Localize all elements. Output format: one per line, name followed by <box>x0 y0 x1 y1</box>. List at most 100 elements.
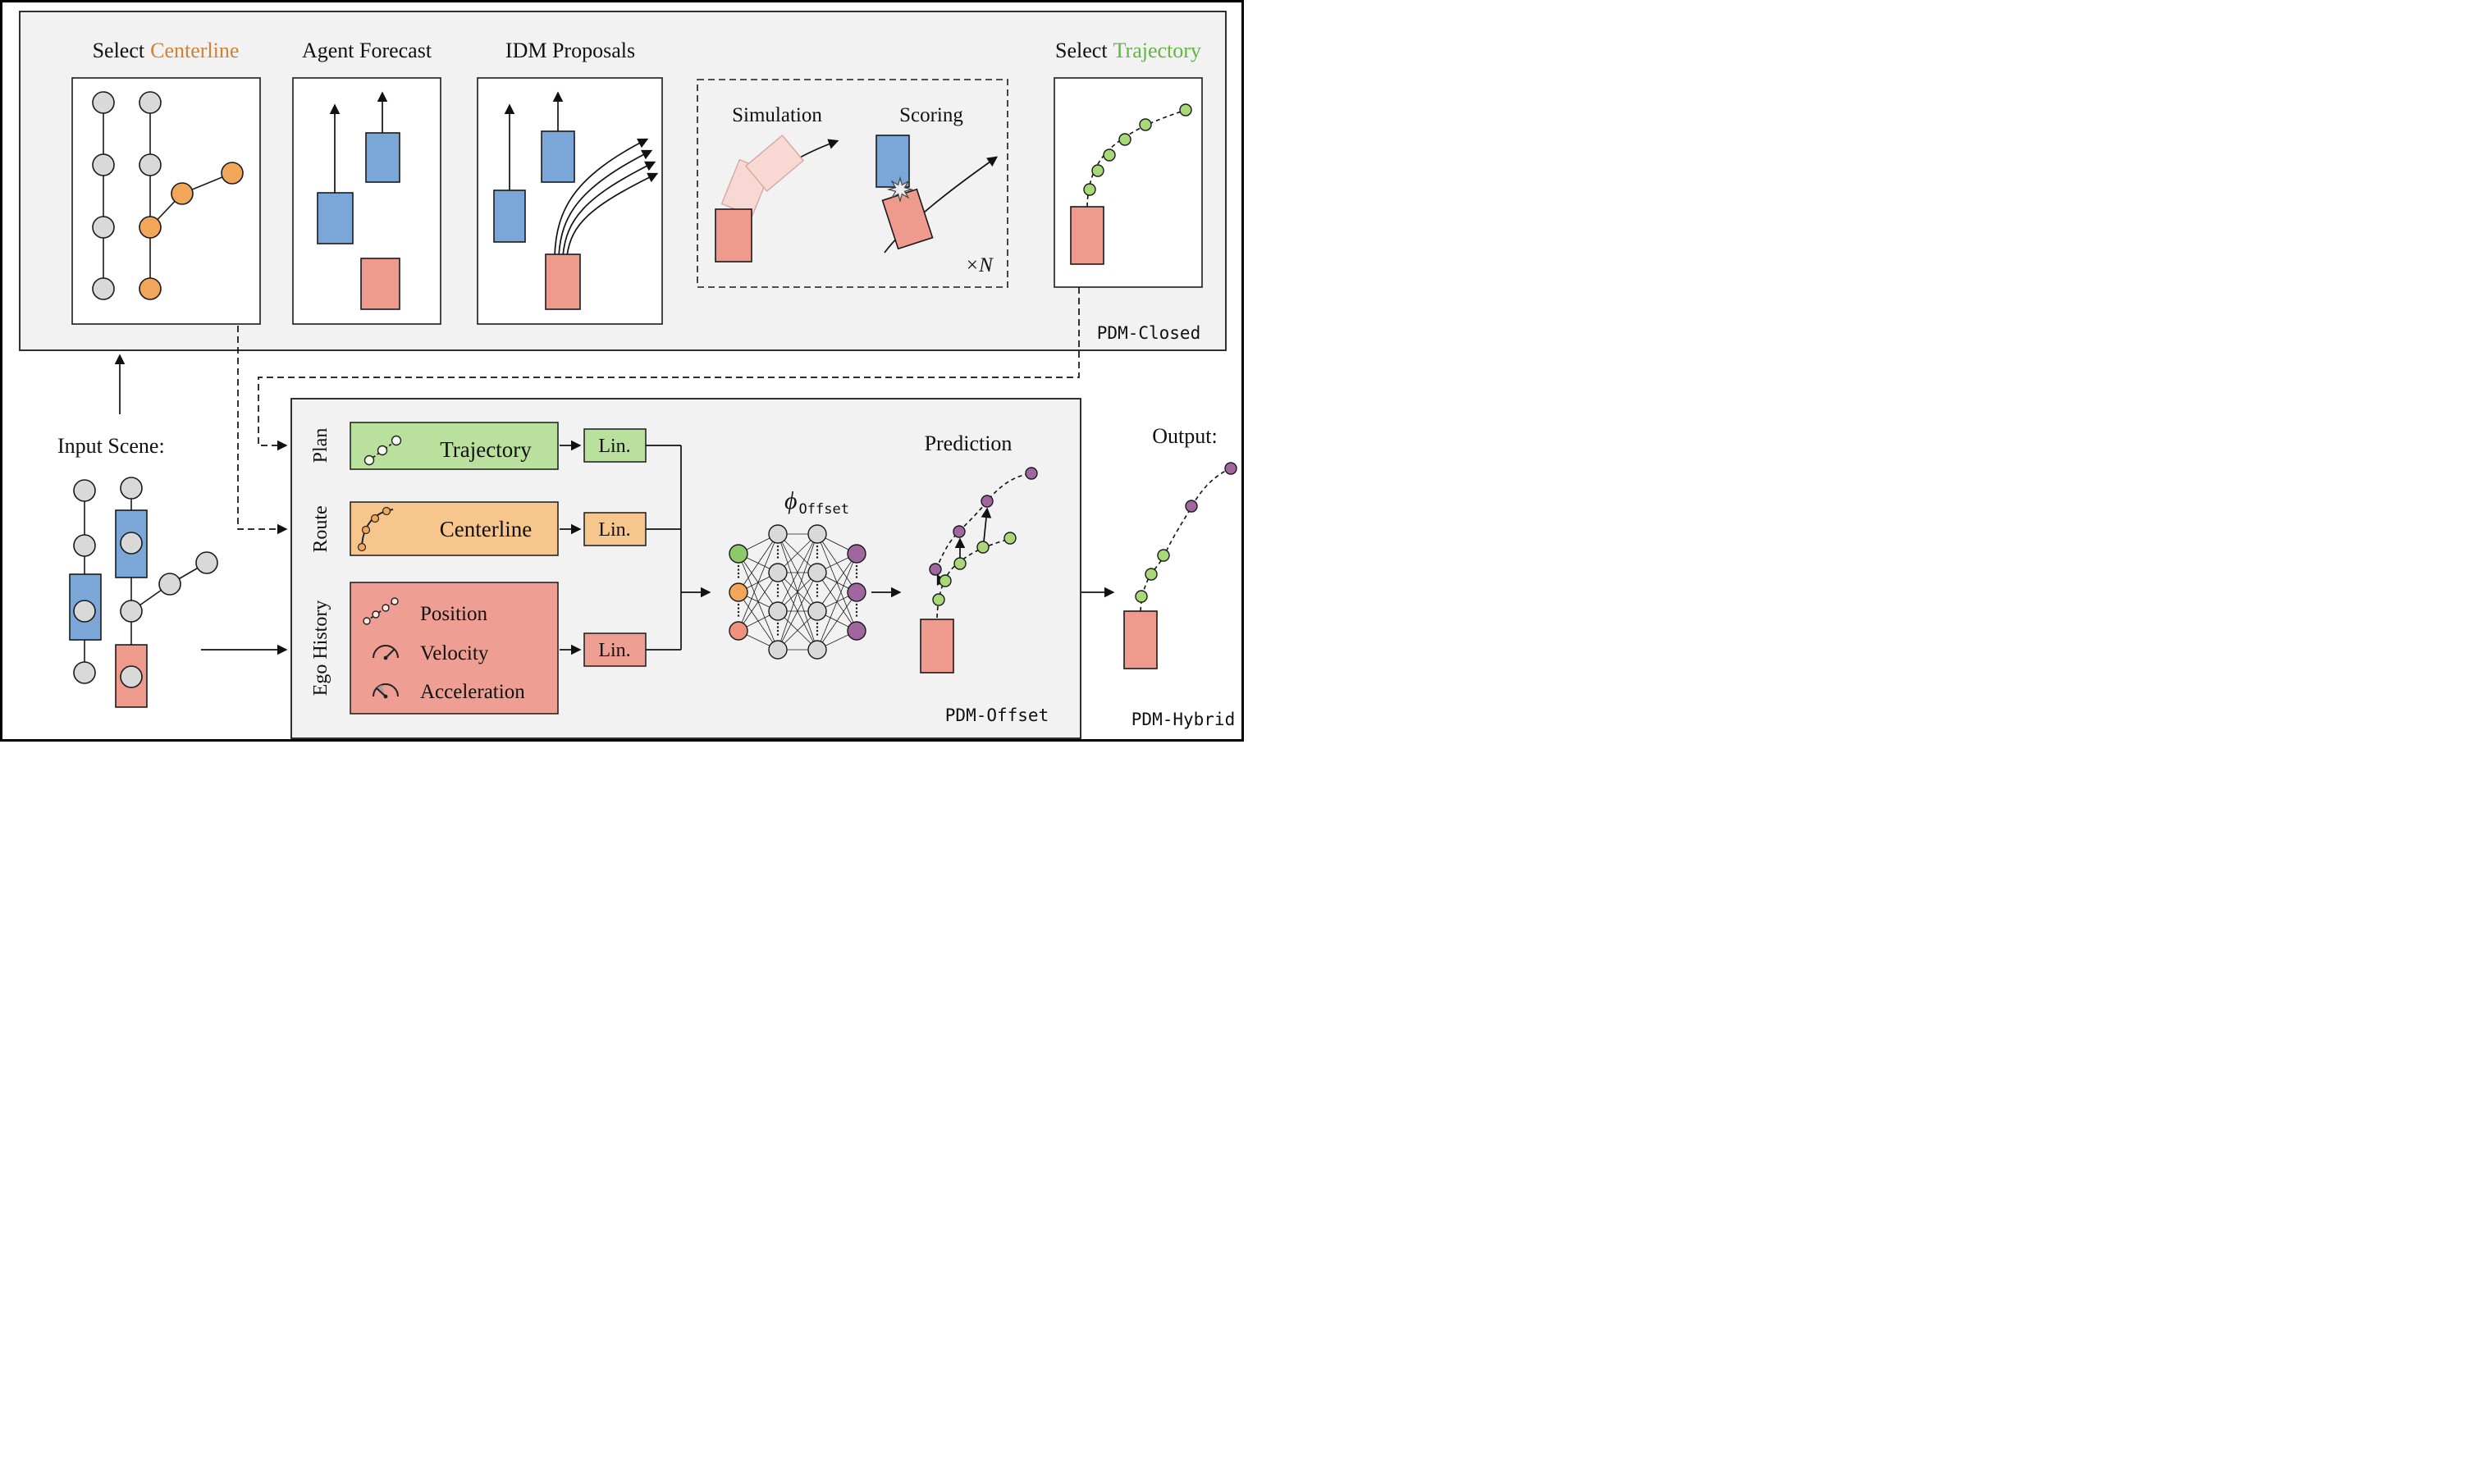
agent-vehicle <box>317 192 354 244</box>
lane-graph-centerline <box>92 91 244 300</box>
lane-node <box>139 153 162 176</box>
agent-vehicle <box>541 130 575 183</box>
trajectory-icon-node <box>391 435 402 446</box>
idm-proposals-panel: IDM Proposals <box>477 39 663 325</box>
position-label: Position <box>420 603 487 625</box>
mlp-edge <box>816 553 857 651</box>
proposal-curve <box>558 149 653 257</box>
mlp-edge <box>738 572 779 632</box>
speedometer-icon <box>373 645 399 660</box>
lane-node <box>73 479 96 502</box>
centerline-to-route-connector <box>237 326 288 535</box>
waypoint-green <box>939 574 952 587</box>
lane-node <box>120 532 143 555</box>
mlp-node <box>768 563 788 582</box>
speedometer-arc <box>373 645 399 659</box>
waypoint-green <box>1135 590 1148 603</box>
lane-node <box>92 216 115 239</box>
collision-star-icon <box>886 176 914 203</box>
mlp-edge <box>777 533 818 612</box>
input-scene-graph <box>69 477 218 708</box>
mlp-node <box>768 640 788 660</box>
waypoint-green <box>932 593 945 606</box>
mlp-node <box>847 582 866 602</box>
centerline-icon-node <box>370 514 380 523</box>
phi-symbol: ϕ <box>784 487 798 514</box>
accelerometer-pivot <box>383 694 388 699</box>
mlp-edge <box>816 591 857 651</box>
accelerometer-arc <box>373 683 399 697</box>
connectors <box>114 287 1115 655</box>
ego-vehicle <box>545 253 581 310</box>
mlp-node <box>729 582 748 602</box>
centerline-node <box>171 182 194 205</box>
acceleration-label: Acceleration <box>420 681 525 703</box>
mlp-node <box>768 524 788 544</box>
mlp-edge <box>738 533 779 593</box>
position-icon-node <box>382 604 390 612</box>
accelerometer-icon <box>373 683 399 699</box>
lane-node <box>73 534 96 557</box>
waypoint-purple <box>1224 462 1237 475</box>
mlp-ellipsis-dots <box>737 545 858 639</box>
speedometer-pivot <box>383 655 388 660</box>
plan-axis-label: Plan <box>310 428 331 463</box>
select-centerline-title-highlight: Centerline <box>150 39 239 62</box>
lane-node <box>120 600 143 623</box>
select-centerline-title-prefix: Select <box>93 39 145 62</box>
scoring-graphic <box>875 135 999 253</box>
phi-subscript: Offset <box>799 501 849 518</box>
centerline-icon <box>357 506 394 552</box>
output-title: Output: <box>1152 424 1217 448</box>
waypoint-purple <box>953 525 966 538</box>
trajectory-icon-node <box>363 454 375 466</box>
agent-vehicle <box>493 189 526 243</box>
ego-history-row: Position Velocity Acceleration Lin. <box>350 582 647 715</box>
input-scene: Input Scene: <box>57 434 218 708</box>
position-icon <box>363 597 399 625</box>
route-axis-label: Route <box>310 505 331 552</box>
mlp-edge <box>738 533 779 632</box>
waypoint-green <box>976 541 990 554</box>
centerline-icon-node <box>382 506 391 516</box>
waypoint-green <box>1157 549 1170 562</box>
position-icon-node <box>363 617 371 625</box>
agent-vehicle <box>365 132 400 183</box>
predicted-trajectory-corrected <box>935 473 1032 570</box>
lane-node <box>92 91 115 114</box>
repeat-multiplier: ×N <box>965 254 994 276</box>
centerline-icon-node <box>357 542 367 552</box>
select-trajectory-title-highlight: Trajectory <box>1113 39 1201 62</box>
agent-vehicle <box>875 135 910 188</box>
agent-forecast-title: Agent Forecast <box>302 39 432 62</box>
plan-linear-label: Lin. <box>598 436 630 457</box>
velocity-label: Velocity <box>420 642 489 664</box>
position-icon-path <box>366 600 395 622</box>
lane-node <box>139 91 162 114</box>
centerline-node <box>221 162 244 185</box>
lane-node <box>120 477 143 500</box>
prediction-title: Prediction <box>925 432 1013 455</box>
lane-node <box>73 661 96 684</box>
mlp-network <box>729 524 866 660</box>
centerline-icon-node <box>361 525 371 535</box>
waypoint-purple <box>1185 500 1198 513</box>
mlp-edge <box>777 572 818 651</box>
lane-node <box>92 277 115 300</box>
input-scene-label: Input Scene: <box>57 434 165 458</box>
ghost-vehicle-rect <box>744 135 805 192</box>
trajectory-box-label: Trajectory <box>440 437 532 462</box>
centerline-box-label: Centerline <box>440 517 532 541</box>
prediction-graphic: Prediction <box>920 432 1038 674</box>
pdm-closed-label: PDM-Closed <box>1097 323 1200 343</box>
idm-proposals-title: IDM Proposals <box>505 39 635 62</box>
pdm-offset-label: PDM-Offset <box>945 705 1049 725</box>
feature-merge-lines <box>646 445 711 651</box>
lane-node <box>195 551 218 574</box>
simulation-scoring-box <box>697 79 1008 288</box>
lane-node <box>158 573 181 596</box>
